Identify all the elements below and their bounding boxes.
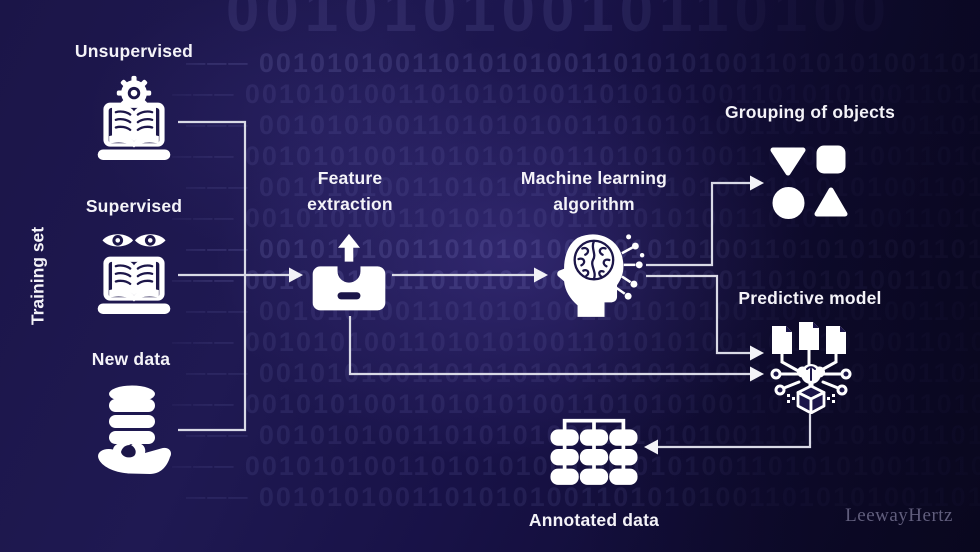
annotated-data-label: Annotated data xyxy=(504,507,684,533)
grouping-node xyxy=(760,140,852,231)
supervised-label: Supervised xyxy=(54,193,214,219)
new-data-node xyxy=(86,382,176,481)
supervised-node xyxy=(91,224,177,321)
tray-upload-icon xyxy=(306,231,392,319)
triangle-down-shape xyxy=(773,150,803,173)
cube-icon xyxy=(798,386,824,413)
eyes-icon xyxy=(102,234,165,246)
circle-shape xyxy=(775,190,802,217)
data-grid-icon xyxy=(549,412,639,486)
arrowhead-into-feature-extraction xyxy=(289,268,303,283)
predictive-model-label: Predictive model xyxy=(710,285,910,311)
rounded-square-shape xyxy=(819,148,843,171)
predictive-model-node xyxy=(766,322,856,419)
triangle-up-shape xyxy=(817,190,845,214)
up-arrow-icon xyxy=(338,234,360,262)
arrowhead-into-predictive-bottom xyxy=(750,367,764,382)
annotated-data-node xyxy=(549,412,639,491)
machine-learning-algorithm-label: Machine learning algorithm xyxy=(504,165,684,217)
shapes-icon xyxy=(760,140,852,226)
book-eyes-laptop-icon xyxy=(91,224,177,316)
arrowhead-into-annotated xyxy=(644,440,658,455)
arrowhead-into-predictive-top xyxy=(750,346,764,361)
machine-learning-node xyxy=(539,228,645,325)
feature-extraction-label: Feature extraction xyxy=(293,165,407,217)
grouping-of-objects-label: Grouping of objects xyxy=(700,99,920,125)
unsupervised-node xyxy=(91,68,177,169)
head-brain-circuit-icon xyxy=(539,228,645,320)
new-data-label: New data xyxy=(51,346,211,372)
training-set-label: Training set xyxy=(28,227,49,325)
hand-icon xyxy=(98,443,171,474)
feature-extraction-node xyxy=(306,231,392,324)
leewayhertz-watermark: LeewayHertz xyxy=(845,505,953,527)
documents-network-cube-icon xyxy=(766,322,856,414)
database-icon xyxy=(109,386,155,445)
unsupervised-label: Unsupervised xyxy=(54,38,214,64)
book-gear-laptop-icon xyxy=(91,68,177,164)
circuit-dots-icon xyxy=(625,234,645,299)
database-hand-icon xyxy=(86,382,176,476)
